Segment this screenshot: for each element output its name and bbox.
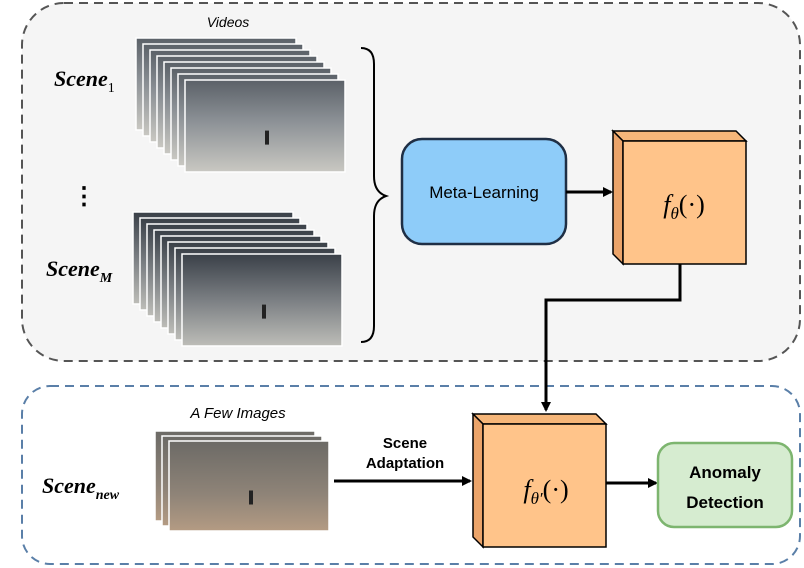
scene-1-frame — [184, 79, 346, 173]
scene-adaptation-label-line1: Scene — [383, 435, 427, 452]
anomaly-detection-label-line1: Anomaly — [689, 463, 761, 482]
scene-new-person — [249, 490, 253, 505]
scene-m-label: SceneM — [46, 256, 113, 286]
few-images-label: A Few Images — [189, 405, 286, 422]
model-f-theta-cube — [611, 129, 748, 266]
scene-adaptation-label-line2: Adaptation — [366, 455, 444, 472]
arrow-model-to-adapted — [541, 264, 682, 412]
ellipsis: ⋮ — [72, 183, 96, 210]
meta-learning-label: Meta-Learning — [429, 183, 539, 202]
videos-label: Videos — [207, 14, 250, 30]
scene-1-label: Scene1 — [54, 66, 115, 96]
scene-1-video-frames — [135, 37, 346, 173]
scene-new-label: Scenenew — [42, 473, 120, 503]
scene-1-person — [265, 130, 269, 145]
adapted-model-label: fθ′(·) — [523, 475, 568, 508]
scene-new-frame — [168, 440, 330, 532]
scene-m-video-frames — [132, 211, 343, 347]
scene-m-person — [262, 304, 266, 319]
scene-new-image-frames — [154, 430, 330, 532]
anomaly-detection-label-line2: Detection — [686, 493, 763, 512]
adapted-model-cube — [471, 412, 608, 549]
anomaly-detection-box — [656, 441, 794, 529]
grouping-brace — [360, 47, 390, 343]
model-f-theta-label: fθ(·) — [663, 190, 705, 223]
scene-m-frame — [181, 253, 343, 347]
